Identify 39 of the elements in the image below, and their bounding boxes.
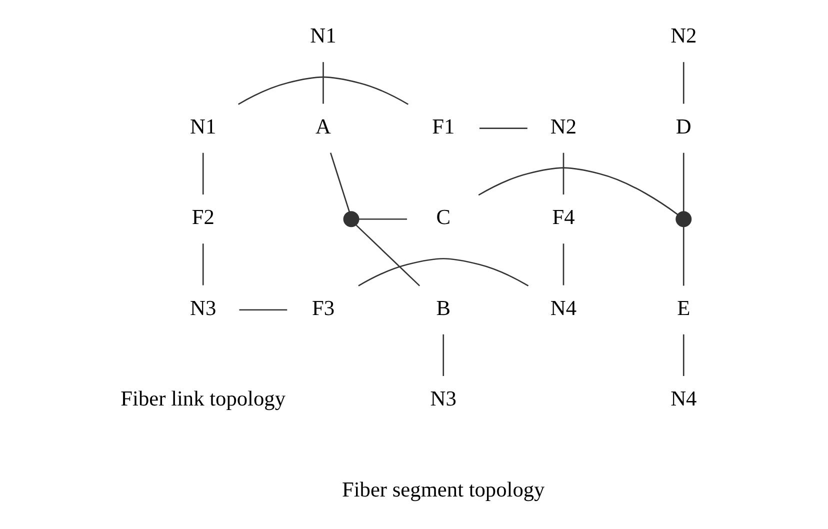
connector	[358, 258, 529, 286]
node-circle	[676, 211, 692, 228]
node-text: N2	[670, 24, 697, 48]
connector	[322, 62, 324, 104]
connector	[202, 244, 204, 286]
connector	[202, 152, 204, 194]
node-text: F4	[552, 205, 575, 230]
connector	[682, 334, 684, 376]
node-text: D	[676, 114, 692, 138]
connector	[682, 152, 684, 212]
connector	[442, 334, 444, 376]
node-text: N3	[190, 296, 216, 320]
node-text: N1	[310, 24, 336, 48]
connector	[358, 218, 408, 220]
connector	[682, 226, 684, 286]
label: Fiber link topology	[120, 386, 286, 411]
label: Fiber segment topology	[342, 477, 545, 502]
connector	[330, 152, 350, 212]
node-text: N4	[550, 296, 577, 320]
connector	[562, 152, 564, 194]
connector	[356, 224, 420, 286]
node-text: N4	[670, 386, 697, 411]
node-text: F2	[192, 205, 214, 230]
connector	[562, 244, 564, 286]
node-text: C	[436, 205, 450, 230]
connector	[480, 128, 528, 130]
node-text: A	[316, 114, 331, 138]
node-circle	[343, 211, 360, 228]
node-text: N1	[190, 114, 216, 138]
connector	[478, 167, 678, 215]
connector	[239, 309, 288, 311]
node-text: F1	[432, 114, 455, 138]
node-text: E	[677, 296, 690, 320]
node-text: B	[436, 296, 450, 320]
connector	[238, 76, 408, 105]
node-text: N3	[430, 386, 456, 411]
connector	[682, 62, 684, 104]
node-text: N2	[550, 114, 577, 138]
node-text: F3	[312, 296, 335, 320]
